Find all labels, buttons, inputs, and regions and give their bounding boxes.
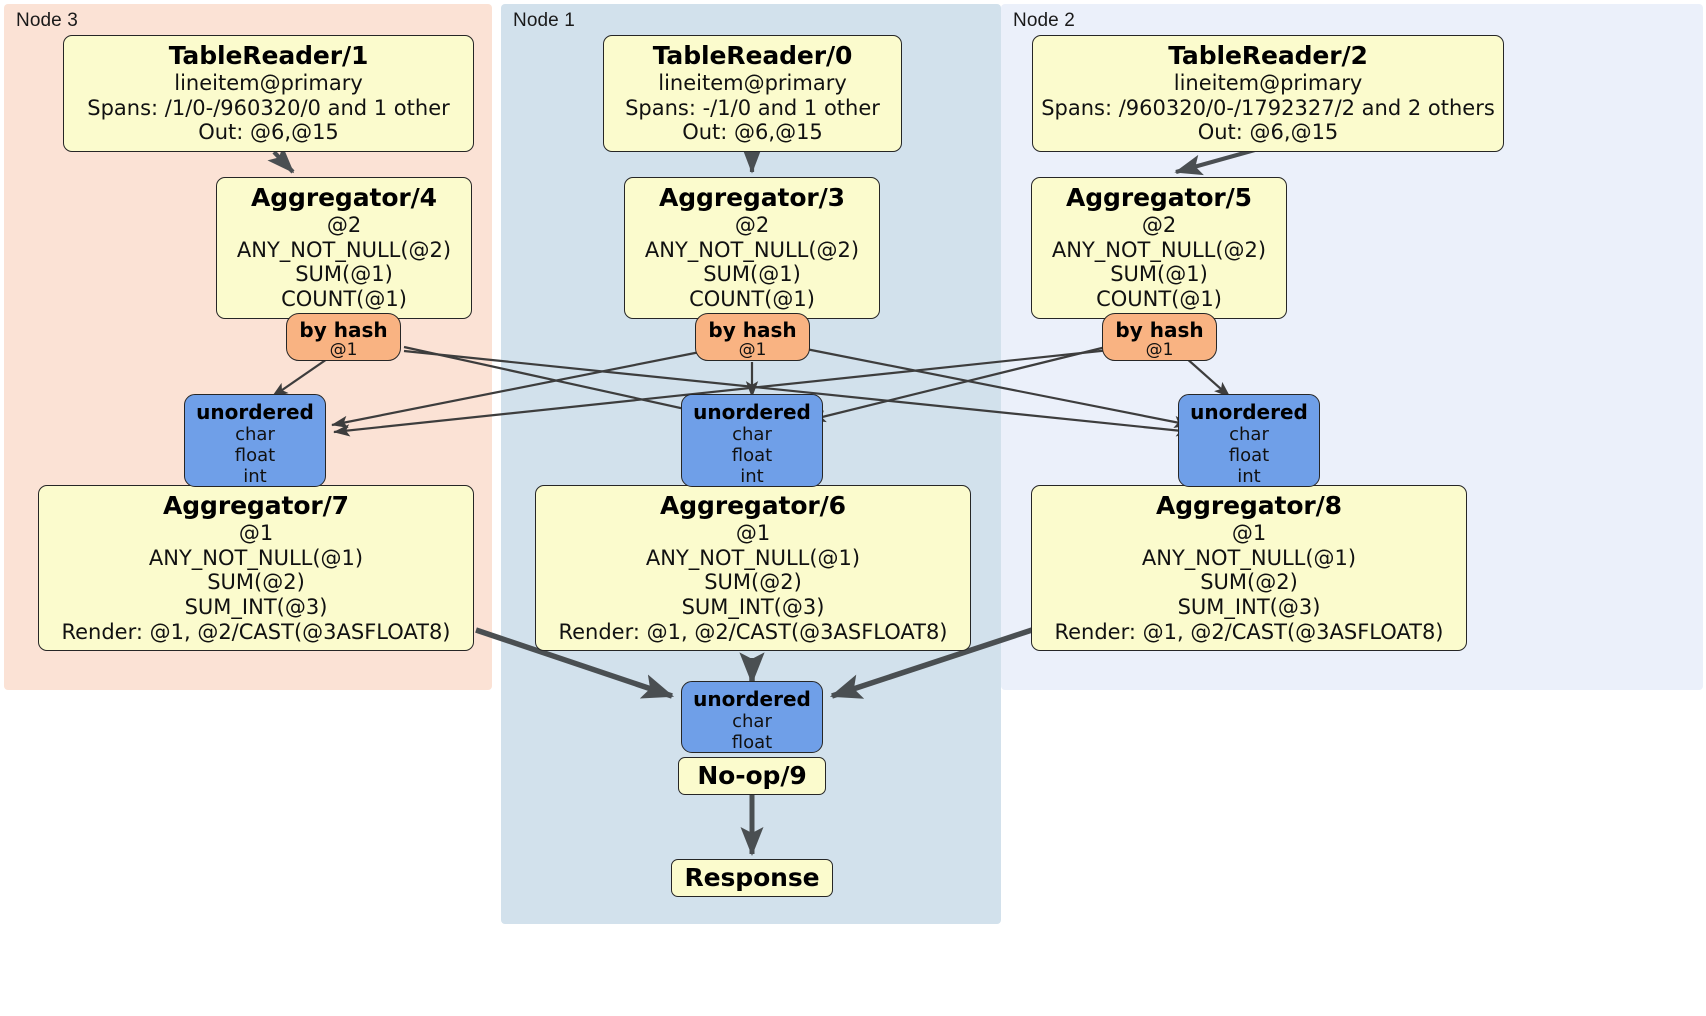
processor-line: ANY_NOT_NULL(@1) xyxy=(1141,545,1357,570)
processor-line: SUM_INT(@3) xyxy=(184,594,328,619)
processor-line: lineitem@primary xyxy=(658,71,847,96)
processor-line: COUNT(@1) xyxy=(281,286,407,311)
router-line: @1 xyxy=(329,340,358,360)
router-title: by hash xyxy=(708,318,797,342)
response-title: Response xyxy=(684,863,820,892)
processor-line: SUM(@2) xyxy=(1200,570,1298,595)
router-title: by hash xyxy=(299,318,388,342)
processor-aggregator-7[interactable]: Aggregator/7 @1 ANY_NOT_NULL(@1) SUM(@2)… xyxy=(38,485,474,652)
processor-aggregator-5[interactable]: Aggregator/5 @2 ANY_NOT_NULL(@2) SUM(@1)… xyxy=(1031,177,1287,319)
processor-line: Out: @6,@15 xyxy=(1197,120,1339,145)
processor-aggregator-6[interactable]: Aggregator/6 @1 ANY_NOT_NULL(@1) SUM(@2)… xyxy=(535,485,971,652)
processor-line: SUM_INT(@3) xyxy=(1177,594,1321,619)
processor-line: SUM(@2) xyxy=(207,570,305,595)
synchronizer-type: char xyxy=(732,424,772,445)
processor-line: Render: @1, @2/CAST(@3ASFLOAT8) xyxy=(61,619,451,644)
synchronizer-unordered-final[interactable]: unordered char float xyxy=(681,681,823,753)
processor-line: Render: @1, @2/CAST(@3ASFLOAT8) xyxy=(558,619,948,644)
processor-title: Aggregator/7 xyxy=(163,491,349,520)
processor-line: @1 xyxy=(238,521,274,546)
processor-line: ANY_NOT_NULL(@1) xyxy=(148,545,364,570)
synchronizer-type: char xyxy=(732,711,772,732)
node-panel-label-node1: Node 1 xyxy=(513,10,575,31)
router-line: @1 xyxy=(738,340,767,360)
processor-aggregator-4[interactable]: Aggregator/4 @2 ANY_NOT_NULL(@2) SUM(@1)… xyxy=(216,177,472,319)
router-line: @1 xyxy=(1145,340,1174,360)
synchronizer-unordered-left[interactable]: unordered char float int xyxy=(184,394,326,487)
processor-noop-9[interactable]: No-op/9 xyxy=(678,757,826,796)
processor-line: SUM(@1) xyxy=(295,262,393,287)
processor-title: Aggregator/4 xyxy=(251,183,437,212)
processor-line: @1 xyxy=(735,521,771,546)
synchronizer-title: unordered xyxy=(1190,400,1308,424)
processor-line: SUM(@2) xyxy=(704,570,802,595)
synchronizer-unordered-center[interactable]: unordered char float int xyxy=(681,394,823,487)
router-by-hash-right[interactable]: by hash @1 xyxy=(1102,313,1217,361)
processor-aggregator-8[interactable]: Aggregator/8 @1 ANY_NOT_NULL(@1) SUM(@2)… xyxy=(1031,485,1467,652)
processor-tablereader-1[interactable]: TableReader/1 lineitem@primary Spans: /1… xyxy=(63,35,474,152)
node-panel-label-node3: Node 3 xyxy=(16,10,78,31)
processor-line: Spans: -/1/0 and 1 other xyxy=(625,95,880,120)
router-by-hash-left[interactable]: by hash @1 xyxy=(286,313,401,361)
processor-line: ANY_NOT_NULL(@2) xyxy=(644,237,860,262)
processor-line: @1 xyxy=(1231,521,1267,546)
processor-line: SUM(@1) xyxy=(703,262,801,287)
synchronizer-type: float xyxy=(1228,445,1270,467)
processor-line: SUM(@1) xyxy=(1110,262,1208,287)
router-title: by hash xyxy=(1115,318,1204,342)
synchronizer-type: char xyxy=(1229,424,1269,445)
synchronizer-title: unordered xyxy=(196,400,314,424)
processor-title: Aggregator/8 xyxy=(1156,491,1342,520)
processor-line: lineitem@primary xyxy=(1173,71,1363,96)
processor-title: No-op/9 xyxy=(697,761,807,790)
synchronizer-type: float xyxy=(234,445,276,467)
synchronizer-title: unordered xyxy=(693,687,811,711)
processor-title: TableReader/0 xyxy=(652,41,853,70)
processor-title: TableReader/1 xyxy=(168,41,369,70)
processor-line: Spans: /960320/0-/1792327/2 and 2 others xyxy=(1041,95,1495,120)
synchronizer-type: int xyxy=(740,466,764,488)
synchronizer-type: char xyxy=(235,424,275,445)
processor-line: Out: @6,@15 xyxy=(198,120,339,145)
processor-line: Render: @1, @2/CAST(@3ASFLOAT8) xyxy=(1054,619,1444,644)
processor-line: Out: @6,@15 xyxy=(682,120,823,145)
processor-title: Aggregator/3 xyxy=(659,183,845,212)
processor-title: Aggregator/6 xyxy=(660,491,846,520)
node-response[interactable]: Response xyxy=(671,859,833,898)
processor-line: @2 xyxy=(326,213,362,238)
synchronizer-title: unordered xyxy=(693,400,811,424)
synchronizer-type: int xyxy=(1237,466,1261,488)
processor-line: Spans: /1/0-/960320/0 and 1 other xyxy=(87,95,450,120)
processor-line: @2 xyxy=(734,213,770,238)
processor-title: TableReader/2 xyxy=(1168,41,1368,70)
processor-aggregator-3[interactable]: Aggregator/3 @2 ANY_NOT_NULL(@2) SUM(@1)… xyxy=(624,177,880,319)
synchronizer-type: float xyxy=(731,445,773,467)
processor-line: ANY_NOT_NULL(@2) xyxy=(1051,237,1267,262)
processor-line: @2 xyxy=(1141,213,1177,238)
processor-line: ANY_NOT_NULL(@1) xyxy=(645,545,861,570)
processor-line: COUNT(@1) xyxy=(1096,286,1222,311)
router-by-hash-center[interactable]: by hash @1 xyxy=(695,313,810,361)
synchronizer-unordered-right[interactable]: unordered char float int xyxy=(1178,394,1320,487)
processor-tablereader-2[interactable]: TableReader/2 lineitem@primary Spans: /9… xyxy=(1032,35,1504,152)
synchronizer-type: float xyxy=(731,732,773,754)
processor-line: ANY_NOT_NULL(@2) xyxy=(236,237,452,262)
synchronizer-type: int xyxy=(243,466,267,488)
processor-line: SUM_INT(@3) xyxy=(681,594,825,619)
processor-title: Aggregator/5 xyxy=(1066,183,1252,212)
node-panel-label-node2: Node 2 xyxy=(1013,10,1075,31)
processor-line: COUNT(@1) xyxy=(689,286,815,311)
processor-line: lineitem@primary xyxy=(174,71,363,96)
processor-tablereader-0[interactable]: TableReader/0 lineitem@primary Spans: -/… xyxy=(603,35,902,152)
